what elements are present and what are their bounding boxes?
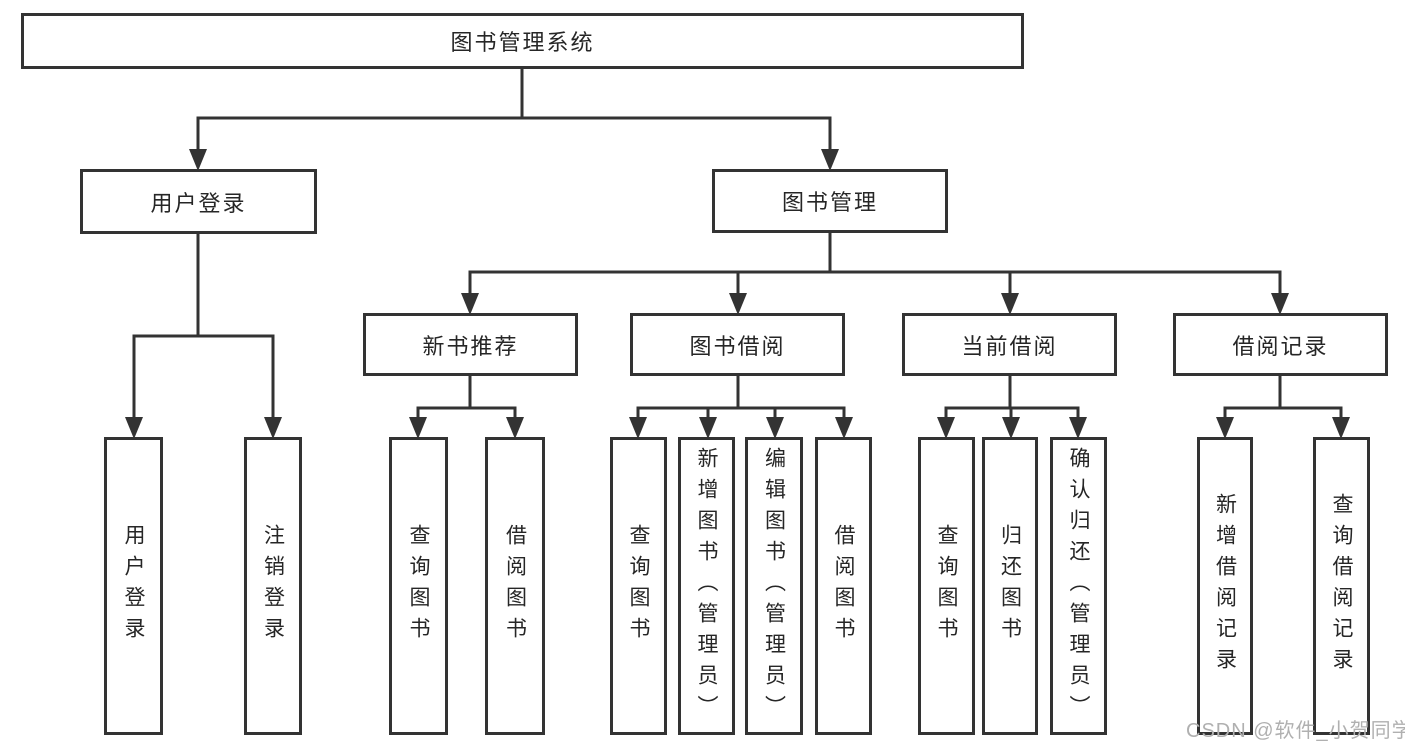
arrowhead [729, 293, 747, 315]
node-label: 编辑图书（管理员） [762, 446, 786, 726]
leaf-query-books-current: 查询图书 [918, 437, 975, 735]
node-root: 图书管理系统 [21, 13, 1024, 69]
node-label: 借阅图书 [503, 524, 527, 648]
arrowhead [1216, 417, 1234, 439]
node-book-management: 图书管理 [712, 169, 948, 233]
leaf-add-borrow-record: 新增借阅记录 [1197, 437, 1253, 735]
arrowhead [835, 417, 853, 439]
arrowhead [506, 417, 524, 439]
node-label: 查询图书 [407, 524, 430, 648]
connector-new-book-recommend [416, 374, 517, 420]
connector-borrow-records [1223, 374, 1343, 420]
node-label: 图书管理 [781, 190, 878, 215]
node-current-borrow: 当前借阅 [902, 313, 1117, 376]
node-label: 注销登录 [261, 524, 285, 648]
node-label: 当前借阅 [961, 333, 1058, 359]
connector-book-borrow [636, 374, 846, 420]
arrowhead [937, 417, 955, 439]
connector-book-management [468, 230, 1282, 296]
arrowhead [699, 417, 717, 439]
arrowhead [766, 417, 784, 439]
connector-current-borrow [944, 374, 1080, 420]
node-label: 新增借阅记录 [1213, 493, 1237, 679]
node-label: 借阅图书 [832, 524, 855, 648]
leaf-borrow-books: 借阅图书 [815, 437, 872, 735]
arrowhead [1271, 293, 1289, 315]
connector-user-login [132, 232, 275, 420]
leaf-edit-book-admin: 编辑图书（管理员） [745, 437, 803, 735]
node-label: 借阅记录 [1232, 333, 1329, 359]
node-label: 用户登录 [122, 524, 145, 648]
arrowhead [1069, 417, 1087, 439]
leaf-borrow-books-recommend: 借阅图书 [485, 437, 545, 735]
node-user-login: 用户登录 [80, 169, 317, 234]
leaf-logout: 注销登录 [244, 437, 302, 735]
node-label: 用户登录 [150, 190, 247, 216]
arrowhead [1332, 417, 1350, 439]
leaf-add-book-admin: 新增图书（管理员） [678, 437, 735, 735]
arrowhead [125, 417, 143, 439]
node-label: 图书借阅 [689, 333, 786, 359]
node-label: 归还图书 [998, 524, 1022, 648]
arrowhead [1001, 293, 1019, 315]
leaf-user-login: 用户登录 [104, 437, 163, 735]
leaf-query-books-borrow: 查询图书 [610, 437, 667, 735]
leaf-return-book: 归还图书 [982, 437, 1038, 735]
node-label: 新增图书（管理员） [695, 446, 718, 726]
arrowhead [821, 149, 839, 171]
arrowhead [264, 417, 282, 439]
arrowhead [629, 417, 647, 439]
node-borrow-records: 借阅记录 [1173, 313, 1388, 376]
node-label: 新书推荐 [422, 333, 519, 359]
arrowhead [189, 149, 207, 171]
leaf-query-books-recommend: 查询图书 [389, 437, 448, 735]
node-label: 图书管理系统 [450, 30, 595, 55]
node-label: 查询图书 [935, 524, 958, 648]
arrowhead [1002, 417, 1020, 439]
leaf-query-borrow-record: 查询借阅记录 [1313, 437, 1370, 735]
watermark-text: CSDN @软件_小贺同学 [1186, 720, 1405, 742]
node-book-borrow: 图书借阅 [630, 313, 845, 376]
node-new-book-recommend: 新书推荐 [363, 313, 578, 376]
connector-root [196, 67, 832, 152]
arrowhead [409, 417, 427, 439]
arrowhead [461, 293, 479, 315]
node-label: 查询图书 [627, 524, 650, 648]
node-label: 查询借阅记录 [1330, 493, 1353, 679]
node-label: 确认归还（管理员） [1067, 446, 1090, 726]
leaf-confirm-return-admin: 确认归还（管理员） [1050, 437, 1107, 735]
